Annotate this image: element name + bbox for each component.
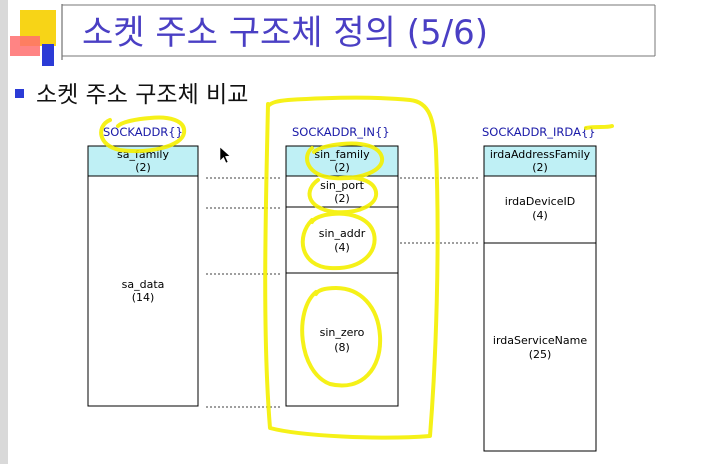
- field-size: (8): [334, 341, 350, 354]
- struct-title-sockaddr-in: SOCKADDR_IN{}: [292, 125, 390, 139]
- bullet-square-icon: [15, 89, 24, 98]
- field-name: irdaServiceName: [493, 334, 587, 347]
- field-size: (2): [135, 161, 151, 174]
- field-size: (2): [532, 161, 548, 174]
- highlight-circle-sin-port: [307, 175, 379, 215]
- field-name: sin_family: [314, 148, 370, 161]
- field-name: irdaDeviceID: [505, 195, 575, 208]
- highlight-circle-sin-addr: [300, 211, 377, 271]
- field-name: sin_port: [320, 179, 364, 192]
- deco-red-square: [10, 36, 40, 56]
- struct-box: [87, 145, 199, 407]
- highlight-loop-sockaddr-in: [263, 95, 440, 440]
- highlight-circle-sin-zero: [300, 286, 383, 388]
- field-size: (4): [334, 241, 350, 254]
- field-size: (2): [334, 192, 350, 205]
- highlighter-annotations: [99, 95, 614, 440]
- deco-blue-square: [42, 44, 54, 66]
- title-box: 소켓 주소 구조체 정의 (5/6): [61, 4, 656, 60]
- field-size: (25): [529, 348, 552, 361]
- highlight-circle-sin-family: [305, 141, 385, 181]
- header-cell: [483, 145, 597, 177]
- struct-title-sockaddr: SOCKADDR{}: [103, 125, 183, 139]
- page-title: 소켓 주소 구조체 정의 (5/6): [82, 13, 488, 53]
- dashed-connectors: [206, 177, 478, 408]
- field-name: irdaAddressFamily: [490, 148, 591, 161]
- struct-sockaddr: SOCKADDR{} sa_family (2) sa_data (14): [87, 125, 199, 407]
- field-size: (2): [334, 161, 350, 174]
- struct-box: [483, 145, 597, 452]
- field-name: sin_addr: [319, 227, 366, 240]
- decoration-squares: [10, 10, 56, 66]
- field-size: (14): [132, 291, 155, 304]
- highlight-circle-sockaddr: [99, 115, 187, 153]
- field-name: sa_data: [122, 278, 165, 291]
- mouse-cursor-icon: [219, 146, 231, 164]
- struct-box: [285, 145, 399, 407]
- field-size: (4): [532, 209, 548, 222]
- struct-sockaddr-in: SOCKADDR_IN{} sin_family (2) sin_port (2…: [285, 125, 399, 407]
- left-edge: [0, 0, 8, 464]
- struct-sockaddr-irda: SOCKADDR_IRDA{} irdaAddressFamily (2) ir…: [482, 125, 597, 452]
- bullet-text: 소켓 주소 구조체 비교: [36, 82, 248, 108]
- highlight-underline-irda: [584, 124, 614, 130]
- field-name: sin_zero: [320, 326, 365, 339]
- struct-title-sockaddr-irda: SOCKADDR_IRDA{}: [482, 125, 596, 139]
